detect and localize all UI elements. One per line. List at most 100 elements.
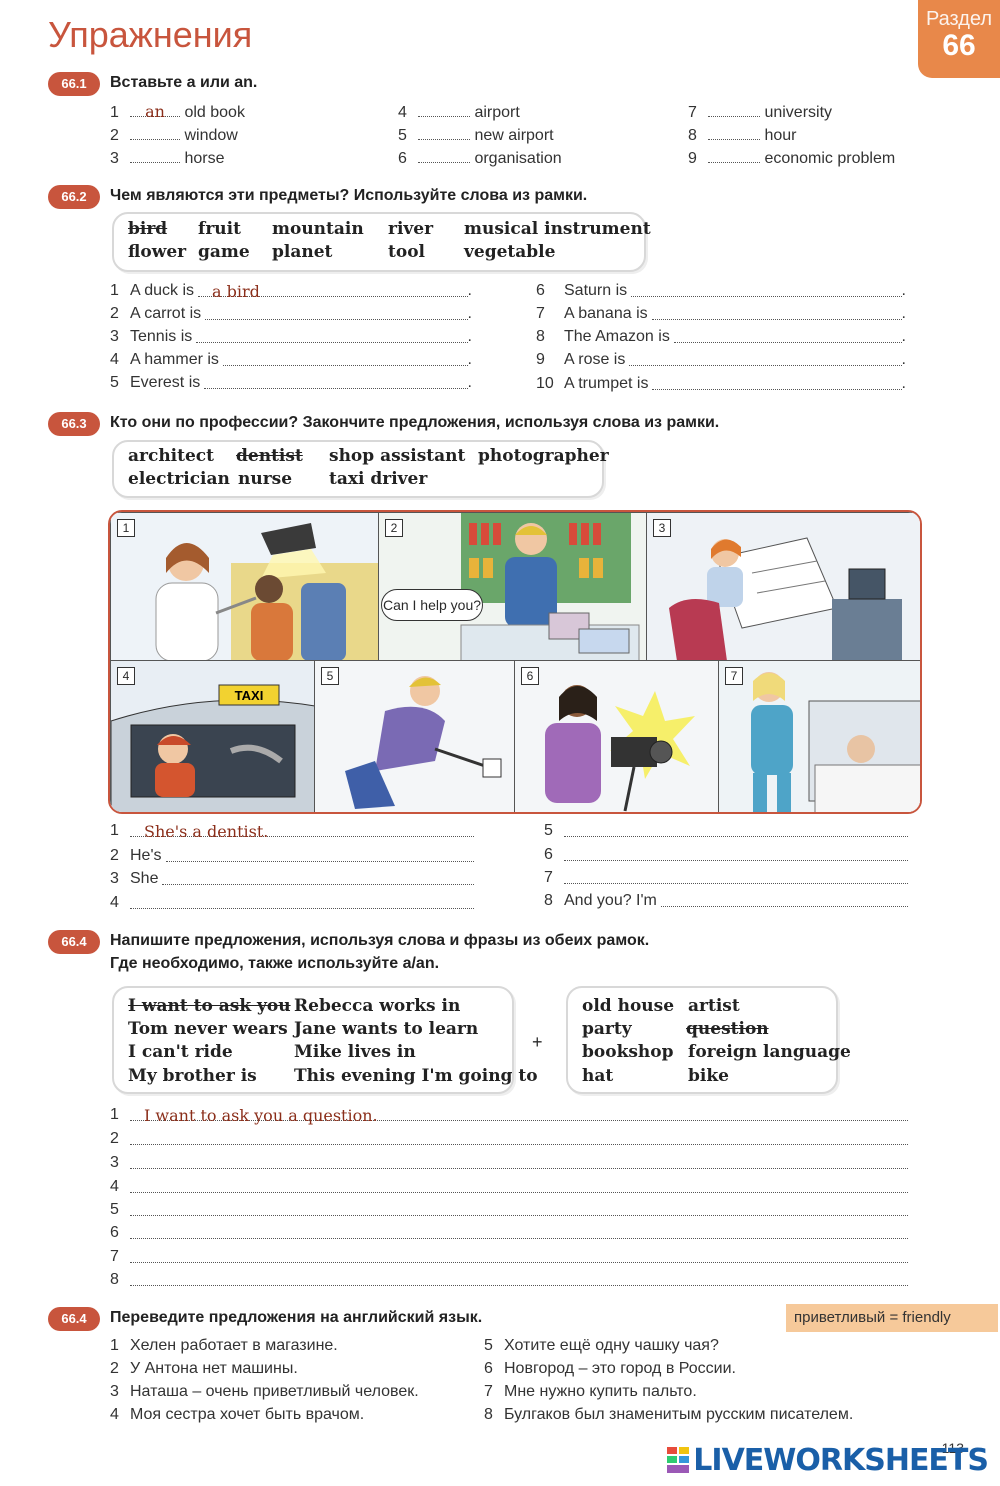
answer-blank[interactable] xyxy=(418,125,470,140)
answer-blank[interactable] xyxy=(629,351,902,366)
ex4-line[interactable]: 2 xyxy=(110,1130,908,1148)
item-number: 8 xyxy=(110,1271,119,1288)
answer-blank[interactable] xyxy=(130,1224,908,1239)
item-number: 5 xyxy=(484,1337,493,1354)
answer-blank[interactable] xyxy=(418,148,470,163)
item-text: Мне нужно купить пальто. xyxy=(504,1383,697,1400)
liveworksheets-icon xyxy=(667,1446,690,1473)
ex4-line[interactable]: 5 xyxy=(110,1201,908,1219)
ex1-item[interactable]: 3 horse xyxy=(110,148,224,168)
answer-blank[interactable] xyxy=(204,374,468,389)
answer-blank[interactable]: I want to ask you a question. xyxy=(130,1106,908,1125)
answer-blank[interactable] xyxy=(652,375,902,390)
ex1-item[interactable]: 4 airport xyxy=(398,102,520,122)
answer-blank[interactable]: a bird xyxy=(198,282,468,301)
ex4-line[interactable]: 6 xyxy=(110,1224,908,1242)
answer-blank[interactable] xyxy=(222,351,468,366)
ex3-item[interactable]: 7 xyxy=(544,869,908,887)
ex1-item[interactable]: 6 organisation xyxy=(398,148,562,168)
answer-blank[interactable] xyxy=(708,125,760,140)
answer-blank[interactable] xyxy=(130,894,474,909)
box-word: taxi driver xyxy=(329,469,428,489)
ex1-item[interactable]: 7 university xyxy=(688,102,832,122)
box-word: vegetable xyxy=(464,242,556,262)
ex3-item[interactable]: 4 xyxy=(110,894,474,912)
answer-blank[interactable] xyxy=(130,125,180,140)
ex1-item[interactable]: 9 economic problem xyxy=(688,148,895,168)
answer-blank[interactable] xyxy=(162,870,474,885)
answer-blank[interactable] xyxy=(564,846,908,861)
answer-blank[interactable] xyxy=(130,148,180,163)
phrase-box-left: I want to ask you Rebecca works in Tom n… xyxy=(112,986,538,1094)
item-number: 4 xyxy=(110,894,119,911)
answer-text: an xyxy=(145,102,165,121)
exercise-badge: 66.4 xyxy=(48,930,100,954)
answer-blank[interactable]: an xyxy=(130,102,180,121)
page-title: Упражнения xyxy=(48,14,253,55)
item-text: A hammer is xyxy=(130,351,219,368)
answer-blank[interactable] xyxy=(564,822,908,837)
item-text: Хелен работает в магазине. xyxy=(130,1337,338,1354)
answer-blank[interactable] xyxy=(130,1271,908,1286)
panel-shop-assistant: 2 Can I help you? xyxy=(378,512,648,662)
item-number: 2 xyxy=(110,305,119,322)
answer-blank[interactable] xyxy=(205,305,468,320)
ex1-item[interactable]: 8 hour xyxy=(688,125,796,145)
item-number: 2 xyxy=(110,127,119,144)
answer-blank[interactable] xyxy=(130,1248,908,1263)
box-word: planet xyxy=(272,242,333,262)
item-text: Хотите ещё одну чашку чая? xyxy=(504,1337,719,1354)
ex3-item[interactable]: 5 xyxy=(544,822,908,840)
ex4-line[interactable]: 8 xyxy=(110,1271,908,1289)
item-number: 10 xyxy=(536,375,554,392)
answer-blank[interactable]: She's a dentist. xyxy=(130,822,474,841)
answer-blank[interactable] xyxy=(651,305,902,320)
answer-blank[interactable] xyxy=(130,1154,908,1169)
ex3-item[interactable]: 6 xyxy=(544,846,908,864)
answer-blank[interactable] xyxy=(418,102,470,117)
exercise-badge: 66.3 xyxy=(48,412,100,436)
answer-text: She's a dentist. xyxy=(144,822,269,841)
ex1-item[interactable]: 2 window xyxy=(110,125,238,145)
answer-blank[interactable] xyxy=(130,1201,908,1216)
item-number: 6 xyxy=(544,846,553,863)
item-text: airport xyxy=(474,104,520,121)
box-phrase: My brother is xyxy=(128,1066,257,1086)
answer-blank[interactable] xyxy=(165,847,474,862)
answer-blank[interactable] xyxy=(196,328,468,343)
ex4-line[interactable]: 7 xyxy=(110,1248,908,1266)
answer-blank[interactable] xyxy=(564,869,908,884)
answer-blank[interactable] xyxy=(631,282,902,297)
ex4-line[interactable]: 4 xyxy=(110,1178,908,1196)
item-number: 4 xyxy=(110,351,119,368)
answer-blank[interactable] xyxy=(130,1178,908,1193)
answer-blank[interactable] xyxy=(130,1130,908,1145)
panel-photographer: 6 xyxy=(514,660,720,812)
item-number: 1 xyxy=(110,104,119,121)
ex1-item[interactable]: 5 new airport xyxy=(398,125,554,145)
item-text: organisation xyxy=(474,150,562,167)
answer-blank[interactable] xyxy=(660,892,908,907)
answer-blank[interactable] xyxy=(673,328,902,343)
ex4-line[interactable]: 3 xyxy=(110,1154,908,1172)
answer-blank[interactable] xyxy=(708,102,760,117)
phrase-box-right: old house artist party question bookshop… xyxy=(566,986,851,1094)
box-word: foreign language xyxy=(688,1042,851,1062)
answer-blank[interactable] xyxy=(708,148,760,163)
